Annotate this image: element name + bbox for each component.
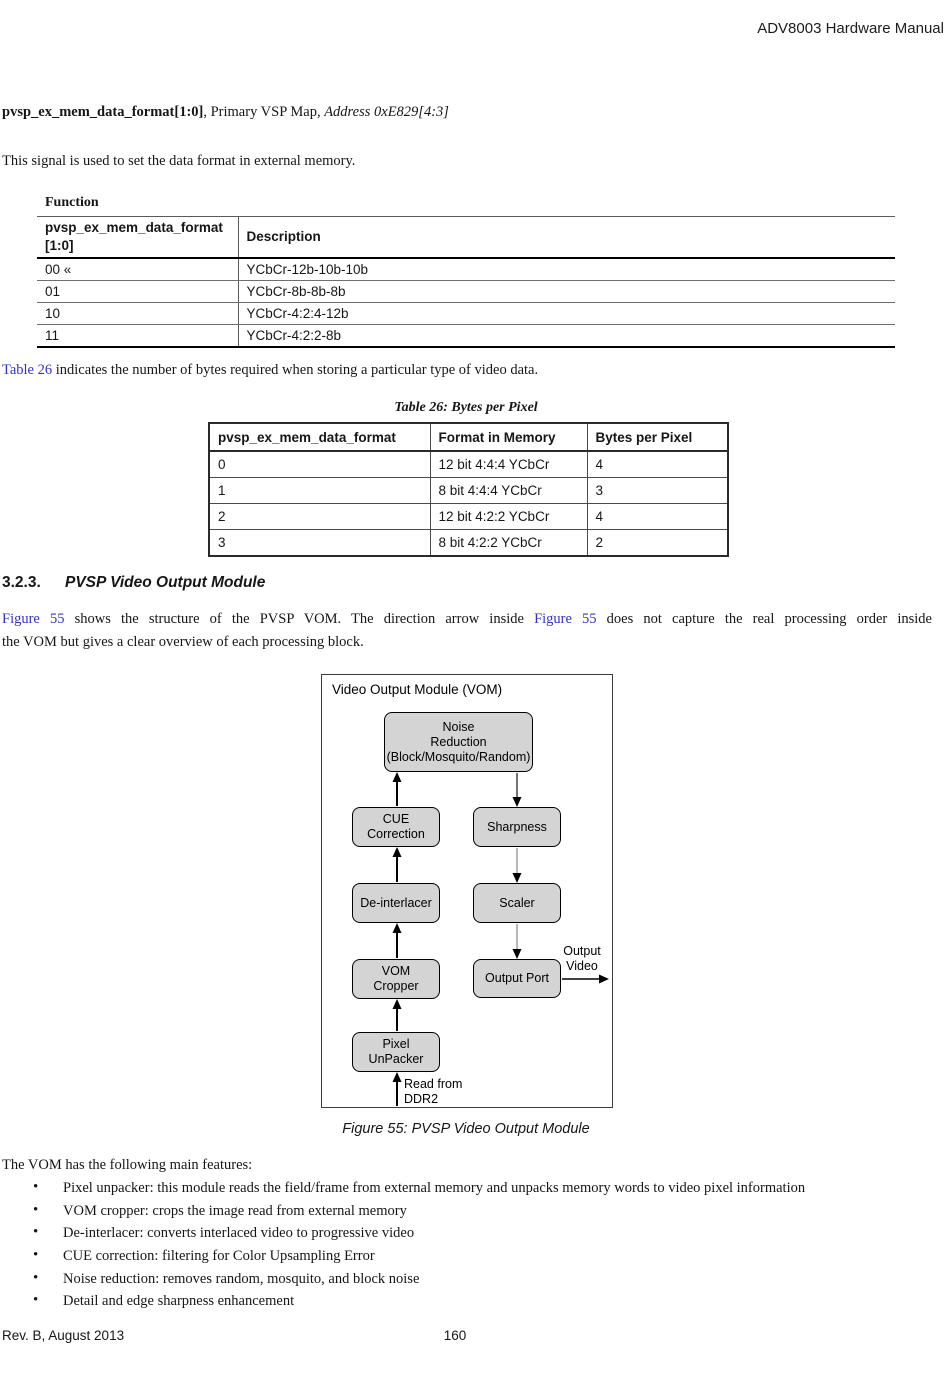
table-cell: 4 xyxy=(586,503,729,530)
arrow-up-icon xyxy=(392,847,402,857)
arrow-down-icon xyxy=(512,873,522,883)
table-cell: YCbCr-4:2:2-8b xyxy=(238,324,895,348)
arrow-up-icon xyxy=(392,1072,402,1082)
table-cell: 8 bit 4:4:4 YCbCr xyxy=(429,477,588,504)
table-header-row: pvsp_ex_mem_data_format Format in Memory… xyxy=(208,422,729,452)
table-row: 00 « YCbCr-12b-10b-10b xyxy=(37,258,895,281)
figure-paragraph-line2: the VOM but gives a clear overview of ea… xyxy=(2,634,364,650)
table-cell: 12 bit 4:4:4 YCbCr xyxy=(429,450,588,478)
diagram-title: Video Output Module (VOM) xyxy=(332,682,503,697)
table-cell: 12 bit 4:2:2 YCbCr xyxy=(429,503,588,530)
column-header: pvsp_ex_mem_data_format[1:0] xyxy=(37,216,239,259)
column-header: pvsp_ex_mem_data_format xyxy=(208,422,431,452)
table26-caption: Table 26: Bytes per Pixel xyxy=(394,400,538,415)
block-output-port: Output Port xyxy=(473,959,561,998)
figure-paragraph-line1: Figure 55 shows the structure of the PVS… xyxy=(2,608,932,631)
arrow-up-icon xyxy=(392,999,402,1009)
signal-address: Address 0xE829[4:3] xyxy=(324,104,449,120)
table-header-row: pvsp_ex_mem_data_format[1:0] Description xyxy=(37,216,895,259)
table-cell: YCbCr-12b-10b-10b xyxy=(238,258,895,281)
footer-page-number: 160 xyxy=(443,1328,467,1343)
table-cell: 11 xyxy=(37,324,239,348)
read-from-label-line: DDR2 xyxy=(404,1091,439,1106)
bytes-paragraph-text: indicates the number of bytes required w… xyxy=(52,362,539,378)
signal-definition-line: pvsp_ex_mem_data_format[1:0], Primary VS… xyxy=(2,104,449,121)
column-header: Description xyxy=(238,216,895,259)
table-row: 3 8 bit 4:2:2 YCbCr 2 xyxy=(208,529,729,557)
table-row: 1 8 bit 4:4:4 YCbCr 3 xyxy=(208,477,729,504)
table-cell: YCbCr-4:2:4-12b xyxy=(238,302,895,325)
features-list: Pixel unpacker: this module reads the fi… xyxy=(2,1179,942,1316)
block-scaler: Scaler xyxy=(473,883,561,923)
table-cell: 2 xyxy=(208,503,431,530)
list-item: Pixel unpacker: this module reads the fi… xyxy=(2,1179,942,1203)
table-row: 11 YCbCr-4:2:2-8b xyxy=(37,324,895,348)
arrow-right-icon xyxy=(599,974,609,984)
bytes-per-pixel-table: pvsp_ex_mem_data_format Format in Memory… xyxy=(208,422,729,557)
output-video-label: Output Video xyxy=(547,944,617,973)
read-from-ddr2-label: Read from DDR2 xyxy=(404,1077,462,1106)
features-intro: The VOM has the following main features: xyxy=(2,1157,253,1173)
signal-description: This signal is used to set the data form… xyxy=(2,153,356,169)
list-item: Noise reduction: removes random, mosquit… xyxy=(2,1270,942,1294)
paragraph-text: does not capture the real processing ord… xyxy=(596,611,932,627)
table26-link[interactable]: Table 26 xyxy=(2,362,53,378)
signal-name: pvsp_ex_mem_data_format[1:0] xyxy=(2,104,204,120)
paragraph-text: shows the structure of the PVSP VOM. The… xyxy=(64,611,535,627)
list-item: CUE correction: filtering for Color Upsa… xyxy=(2,1247,942,1271)
section-title: PVSP Video Output Module xyxy=(65,574,266,591)
table-cell: 3 xyxy=(586,477,729,504)
table-cell: 00 « xyxy=(37,258,239,281)
figure-caption: Figure 55: PVSP Video Output Module xyxy=(342,1121,590,1137)
table-cell: 8 bit 4:2:2 YCbCr xyxy=(429,529,588,557)
arrow-up-icon xyxy=(392,923,402,933)
table-cell: 4 xyxy=(586,450,729,478)
table-cell: 1 xyxy=(208,477,431,504)
signal-map: , Primary VSP Map, xyxy=(203,104,325,120)
function-table: pvsp_ex_mem_data_format[1:0] Description… xyxy=(37,216,895,348)
table-cell: 2 xyxy=(586,529,729,557)
figure55-link[interactable]: Figure 55 xyxy=(534,611,597,627)
function-table-label: Function xyxy=(45,195,99,210)
table-row: 2 12 bit 4:2:2 YCbCr 4 xyxy=(208,503,729,530)
figure-paragraph: Figure 55 shows the structure of the PVS… xyxy=(2,608,932,654)
block-vom-cropper: VOM Cropper xyxy=(352,959,440,999)
block-pixel-unpacker: Pixel UnPacker xyxy=(352,1032,440,1072)
bytes-paragraph: Table 26 indicates the number of bytes r… xyxy=(2,362,538,379)
list-item: VOM cropper: crops the image read from e… xyxy=(2,1202,942,1226)
output-video-label-line: Output xyxy=(563,944,601,958)
table-cell: 10 xyxy=(37,302,239,325)
table-cell: YCbCr-8b-8b-8b xyxy=(238,280,895,303)
table-cell: 01 xyxy=(37,280,239,303)
table-row: 01 YCbCr-8b-8b-8b xyxy=(37,280,895,303)
table-cell: 3 xyxy=(208,529,431,557)
vom-block-diagram: Video Output Module (VOM) Noise Reductio… xyxy=(321,674,613,1108)
arrow-down-icon xyxy=(512,949,522,959)
list-item: De-interlacer: converts interlaced video… xyxy=(2,1224,942,1248)
table-cell: 0 xyxy=(208,450,431,478)
table-row: 0 12 bit 4:4:4 YCbCr 4 xyxy=(208,450,729,478)
read-from-label-line: Read from xyxy=(404,1077,463,1091)
page-header-title: ADV8003 Hardware Manual xyxy=(757,20,944,37)
footer-revision: Rev. B, August 2013 xyxy=(2,1328,125,1343)
section-number: 3.2.3. xyxy=(2,574,41,591)
table-row: 10 YCbCr-4:2:4-12b xyxy=(37,302,895,325)
column-header: Format in Memory xyxy=(429,422,588,452)
arrow-up-icon xyxy=(392,772,402,782)
output-video-label-line: Video xyxy=(566,958,598,973)
figure55-link[interactable]: Figure 55 xyxy=(2,611,65,627)
block-de-interlacer: De-interlacer xyxy=(352,883,440,923)
block-sharpness: Sharpness xyxy=(473,807,561,847)
list-item: Detail and edge sharpness enhancement xyxy=(2,1292,942,1316)
block-noise-reduction: Noise Reduction (Block/Mosquito/Random) xyxy=(384,712,533,772)
block-cue-correction: CUE Correction xyxy=(352,807,440,847)
column-header: Bytes per Pixel xyxy=(586,422,729,452)
arrow-down-icon xyxy=(512,797,522,807)
section-heading: 3.2.3. PVSP Video Output Module xyxy=(2,574,265,592)
